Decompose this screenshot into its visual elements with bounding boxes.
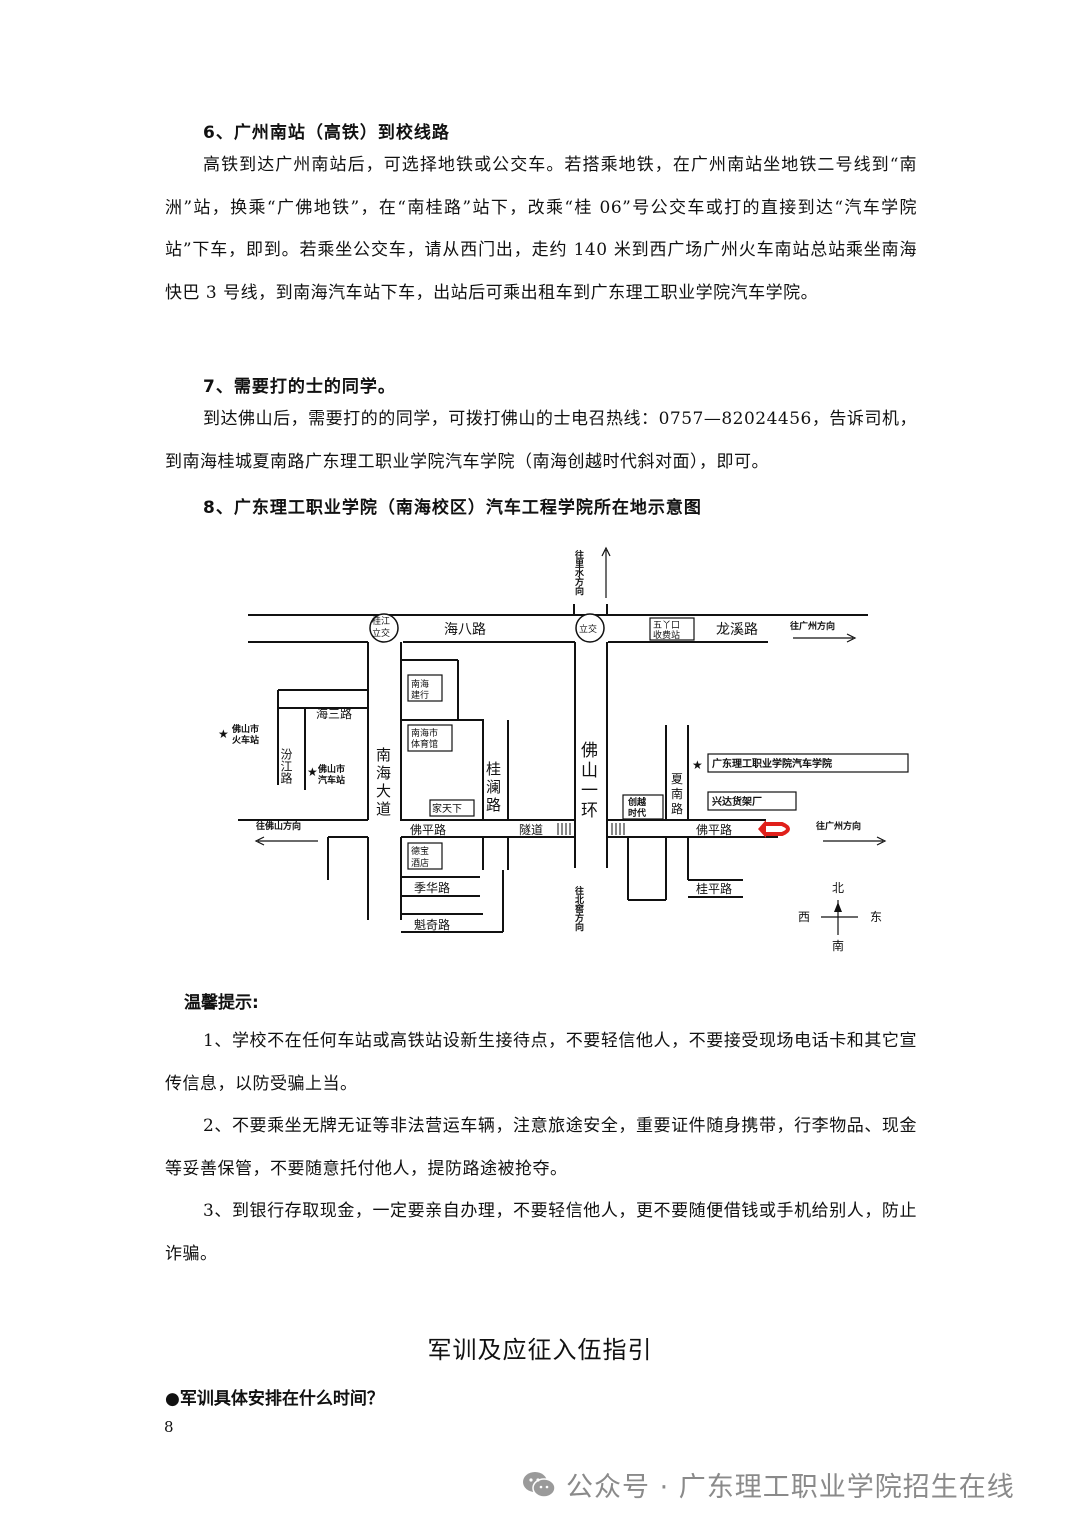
guijiang-interchange-circle [369,613,399,643]
lijiao-label: 立交 [579,623,597,635]
jiatianxia-box [429,799,475,817]
tip-item: 3、到银行存取现金，一定要亲自办理，不要轻信他人，更不要随便借钱或手机给别人，防… [165,1201,917,1264]
road-nanhai-char: 道 [376,800,391,818]
jianhang-label: 建行 [411,689,429,701]
road-kuiqi: 魁奇路 [414,917,450,932]
train-station-label: 佛山市 [231,723,259,735]
chuangyue-label: 时代 [628,807,646,819]
section-7-body: 到达佛山后，需要打的的同学，可拨打佛山的士电召热线：0757—82024456，… [165,398,917,483]
school-star-icon: ★ [692,758,703,772]
tip-item: 2、不要乘坐无牌无证等非法营运车辆，注意旅途安全，重要证件随身携带，行李物品、现… [165,1116,917,1179]
section-7-line: 到达佛山后，需要打的的同学，可拨打佛山的士电召热线：0757—82024456，… [203,409,917,429]
section-6-line: “南洲”站，换乘“广佛地铁”，在“南桂路”站下，改乘“桂 06”号公交车或打的直… [165,155,917,218]
watermark-text: 公众号 · 广东理工职业学院招生在线 [566,1472,1015,1503]
section-6-heading: 6、广州南站（高铁）到校线路 [203,123,450,143]
road-guilan-char: 桂 [486,760,501,778]
jiatianxia-label: 家天下 [432,802,462,815]
section-7-heading: 7、需要打的士的同学。 [203,377,396,397]
dir-lishui: 往里水方向 [573,549,584,596]
jianhang-box [407,674,443,702]
road-hai8: 海八路 [444,622,486,638]
road-foping-east: 佛平路 [696,822,732,837]
dir-foshan: 往佛山方向 [256,820,301,832]
debao-box [407,842,443,870]
section-6-line: 院汽车学院。 [713,282,819,303]
section-6-body: 高铁到达广州南站后，可选择地铁或公交车。若搭乘地铁，在广州南站坐地铁二号线到“南… [165,144,917,314]
section-6-line: 车南站总站乘坐南海快巴 3 号线，到南海汽车站下车，出站后可乘出租车到广东理工职… [165,240,917,303]
school-label: 广东理工职业学院汽车学院 [712,757,832,770]
road-foshan1-char: 佛 [581,741,598,761]
watermark: 公众号 · 广东理工职业学院招生在线 [522,1465,1015,1504]
road-guiping: 桂平路 [696,881,732,896]
road-guilan-char: 路 [486,796,501,814]
road-nanhai-char: 南 [376,746,391,764]
compass-west: 西 [798,910,810,924]
bus-station-label: 佛山市 [317,763,345,775]
bus-station-label: 汽车站 [318,774,345,786]
section-6-line: 高铁到达广州南站后，可选择地铁或公交车。若搭乘地铁，在广州南站坐地铁二号线到 [203,155,890,175]
road-nanhai-char: 海 [376,764,391,782]
train-station-star-icon: ★ [218,727,229,741]
road-suidao: 隧道 [519,822,543,837]
guijiang-label: 立交 [372,627,390,639]
bus-station-star-icon: ★ [307,765,318,779]
road-nanhai-char: 大 [376,782,391,800]
stadium-label: 体育馆 [411,738,438,750]
tunnel-hatch [557,823,625,835]
train-station-label: 火车站 [232,734,259,746]
section-6-line: 到达“汽车学院站”下车，即到。若乘坐公交车，请从西门出，走约 140 米到西广场… [165,197,917,261]
road-jihua: 季华路 [414,880,450,895]
road-foping-west: 佛平路 [410,822,446,837]
road-fenjiang: 汾江路 [279,748,293,785]
guijiang-label: 桂江 [372,615,390,627]
section-8-heading: 8、广东理工职业学院（南海校区）汽车工程学院所在地示意图 [203,498,702,518]
campus-location-map: ★ ★ ★ 桂江 立交 立交 海八路 五丫口 收费站 龙溪路 往广州方向 南海 … [218,546,909,953]
section-7-line: 到南海桂城夏南路广东理工职业学院汽车学院（南海创越时代斜对面），即可。 [165,451,769,472]
road-xianan-char: 夏 [671,772,683,786]
xingda-box [707,791,797,811]
red-route-arrow [766,822,790,836]
road-foshan1-char: 山 [581,761,598,781]
map-road-lines [238,604,868,933]
stadium-box [407,724,453,752]
toll-label: 五丫口 [653,620,680,631]
wechat-icon [523,1471,556,1498]
chuangyue-label: 创越 [627,796,647,808]
compass-east: 东 [870,910,882,924]
dir-guangzhou-mid: 往广州方向 [816,820,861,832]
road-xianan-char: 南 [671,786,683,801]
road-xianan-char: 路 [671,801,683,816]
toll-station-box [649,617,695,641]
road-longxi: 龙溪路 [716,622,758,638]
stadium-label: 南海市 [411,727,438,739]
tips-title: 温馨提示: [184,993,259,1013]
jianhang-label: 南海 [411,678,429,690]
compass-south: 南 [832,938,844,953]
military-section-title: 军训及应征入伍指引 [427,1336,653,1364]
debao-label: 德宝 [411,845,429,857]
dir-guangzhou-top: 往广州方向 [790,620,835,632]
school-box [707,753,909,773]
tip-item: 1、学校不在任何车站或高铁站设新生接待点，不要轻信他人，不要接受现场电话卡和其它… [165,1031,917,1094]
road-guilan-char: 澜 [486,778,501,796]
page-number: 8 [164,1418,174,1436]
road-foshan1-char: 一 [581,781,598,801]
military-question: ●军训具体安排在什么时间？ [165,1389,384,1409]
debao-label: 酒店 [411,857,429,869]
xingda-label: 兴达货架厂 [712,795,762,808]
toll-label: 收费站 [653,629,680,641]
chuangyue-box [622,794,664,820]
road-hai3: 海三路 [316,706,352,721]
lijiao-circle [575,613,605,643]
road-foshan1-char: 环 [581,801,598,821]
compass-north: 北 [832,881,844,895]
dir-beijiao: 往北窖方向 [573,885,584,932]
